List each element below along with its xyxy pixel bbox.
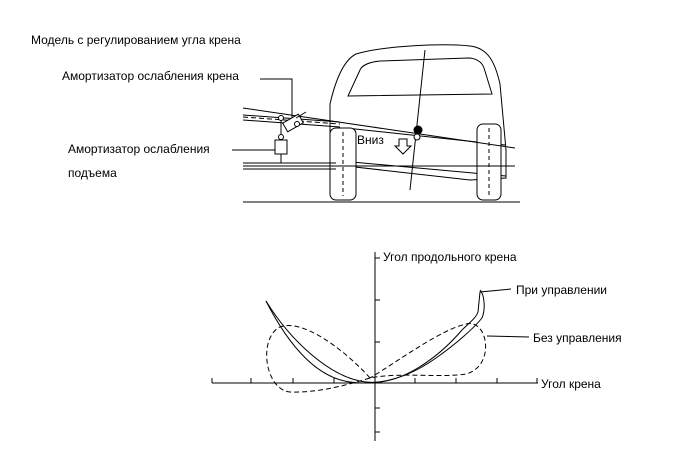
x-axis-label: Угол крена [541,377,601,391]
roll-damper [278,111,307,133]
pivot-circle [413,133,421,141]
lift-damper-label-line2: подъема [68,166,117,180]
lift-damper [274,120,288,163]
center-axis [409,49,426,191]
controlled-curve-lower [265,289,485,384]
without-control-leader [486,335,530,338]
roll-damper-label: Амортизатор ослабления крена [62,69,239,83]
roll-damper-leader [260,78,293,118]
roll-center-dot [413,125,423,135]
diagram-title: Модель с регулированием угла крена [31,33,241,47]
y-axis-ticks [375,257,380,433]
with-control-leader [477,288,512,313]
uncontrolled-curve [266,323,487,393]
down-arrow-icon [393,138,413,155]
roll-pitch-graph [211,252,538,441]
down-label: Вниз [357,133,384,147]
rear-window [347,57,493,97]
car-body-outline [329,44,507,181]
y-axis-label: Угол продольного крена [383,250,517,264]
x-axis-ticks [211,378,538,383]
with-control-label: При управлении [516,283,607,297]
lift-damper-label-line1: Амортизатор ослабления [68,142,210,156]
vehicle-illustration [232,44,520,203]
without-control-label: Без управления [533,331,622,345]
lower-link [243,162,336,170]
controlled-curve-upper [265,300,479,383]
roll-line [242,107,516,149]
